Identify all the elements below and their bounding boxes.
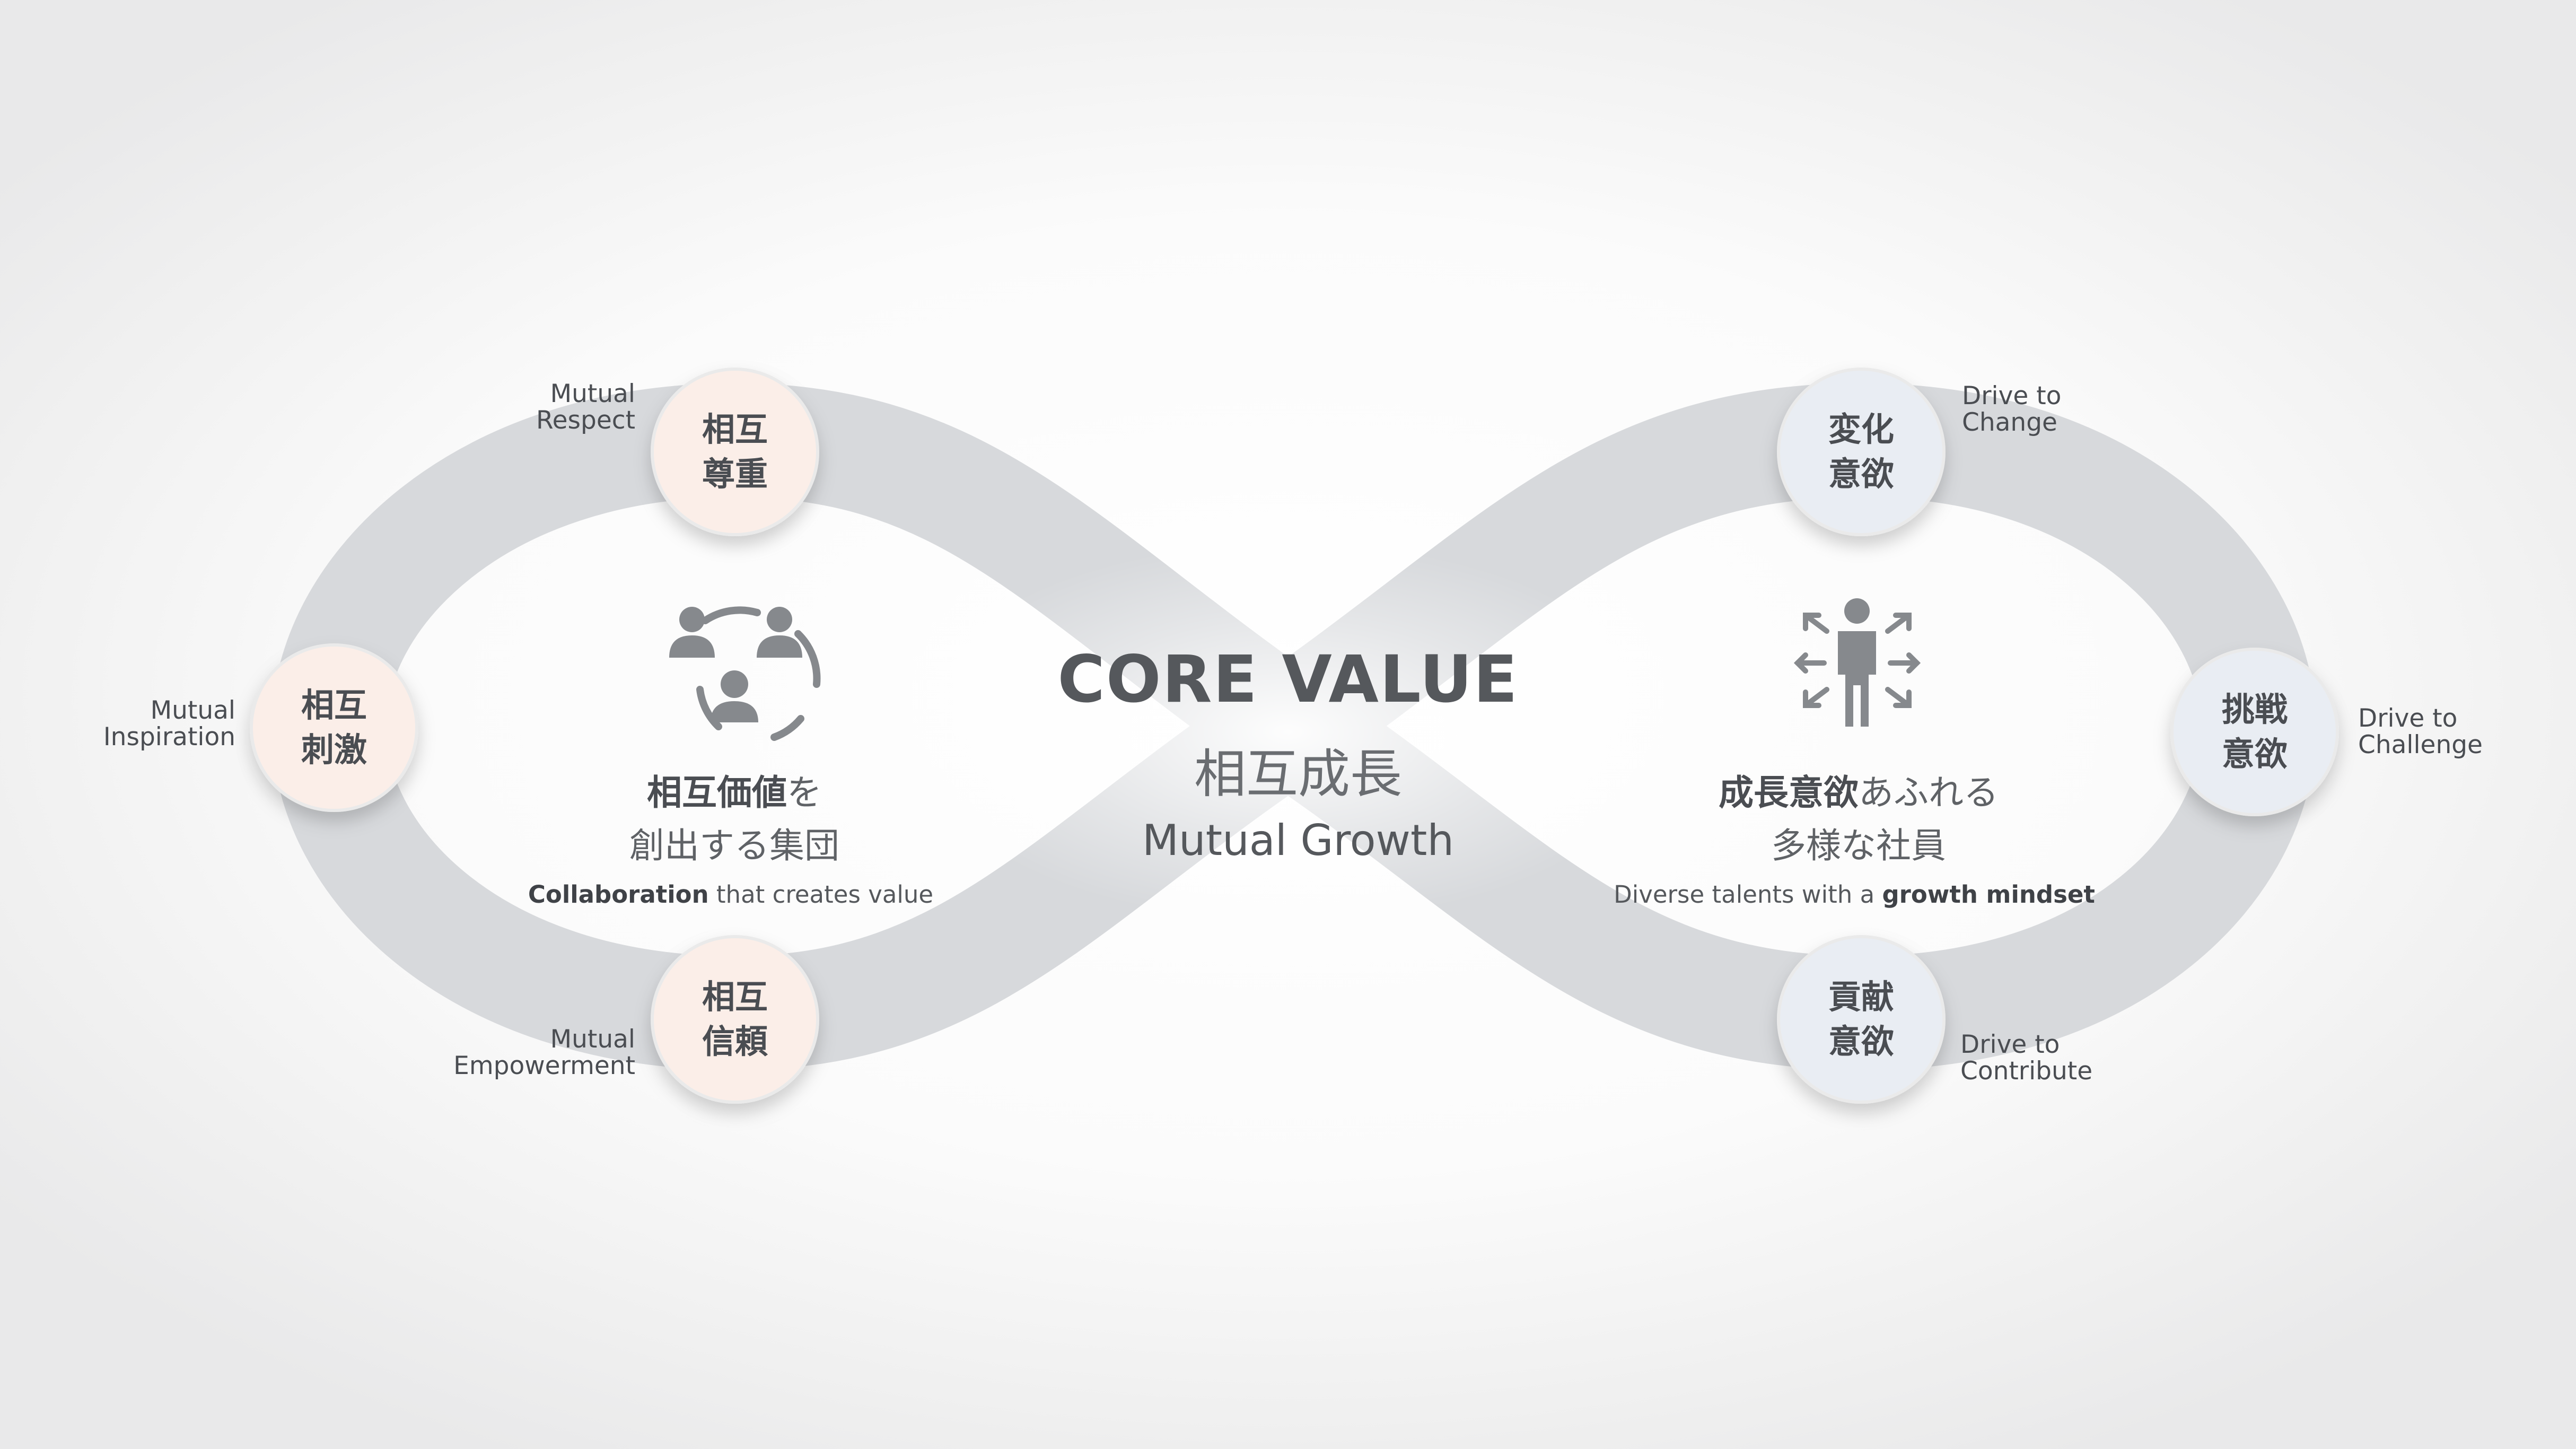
node-circle-drive-to-challenge: [2170, 648, 2339, 816]
right-caption-rest: Diverse talents with a: [1614, 880, 1882, 909]
center-glow: [906, 541, 1670, 923]
en-label-drive-to-change: Drive to Change: [1962, 381, 2062, 437]
left-heading-bold: 相互価値: [647, 772, 787, 813]
left-caption-rest: that creates value: [708, 880, 934, 909]
node-label-drive-to-challenge: 挑戦 意欲: [2221, 690, 2288, 773]
core-value-title: CORE VALUE: [1057, 642, 1519, 717]
person-growth-icon: [1793, 598, 1921, 727]
right-heading-bold: 成長意欲: [1719, 772, 1859, 813]
right-caption-bold: growth mindset: [1882, 880, 2095, 909]
node-label-drive-to-contribute: 貢献 意欲: [1828, 977, 1894, 1061]
infinity-band: [271, 383, 2316, 1070]
node-circles: [250, 368, 2339, 1104]
left-caption-bold: Collaboration: [528, 880, 709, 909]
right-group-caption: Diverse talents with a growth mindset: [1614, 880, 2095, 909]
node-label-mutual-empowerment: 相互 信頼: [702, 977, 768, 1061]
left-heading-line2: 創出する集団: [629, 825, 839, 866]
right-group-heading: 成長意欲あふれる 多様な社員: [1719, 766, 1999, 872]
en-label-mutual-respect: Mutual Respect: [536, 379, 635, 435]
node-circle-drive-to-change: [1777, 368, 1946, 536]
node-label-mutual-respect: 相互 尊重: [702, 410, 768, 493]
node-circle-mutual-inspiration: [250, 643, 418, 812]
en-label-mutual-empowerment: Mutual Empowerment: [453, 1025, 635, 1080]
en-label-drive-to-challenge: Drive to Challenge: [2358, 704, 2483, 760]
team-collaboration-icon: [669, 606, 821, 741]
node-circle-mutual-empowerment: [651, 935, 819, 1104]
en-label-mutual-inspiration: Mutual Inspiration: [103, 696, 235, 752]
node-circle-mutual-respect: [651, 368, 819, 536]
left-heading-rest: を: [787, 772, 822, 813]
node-label-drive-to-change: 変化 意欲: [1828, 410, 1894, 493]
left-group-heading: 相互価値を 創出する集団: [629, 766, 839, 872]
left-group-caption: Collaboration that creates value: [528, 880, 933, 909]
core-value-subtitle-en: Mutual Growth: [1142, 816, 1455, 865]
en-label-drive-to-contribute: Drive to Contribute: [1960, 1030, 2093, 1086]
node-circle-drive-to-contribute: [1777, 935, 1946, 1104]
right-heading-rest: あふれる: [1859, 772, 1999, 813]
right-heading-line2: 多様な社員: [1771, 825, 1946, 866]
core-value-subtitle-jp: 相互成長: [1194, 744, 1403, 805]
node-label-mutual-inspiration: 相互 刺激: [301, 686, 367, 769]
